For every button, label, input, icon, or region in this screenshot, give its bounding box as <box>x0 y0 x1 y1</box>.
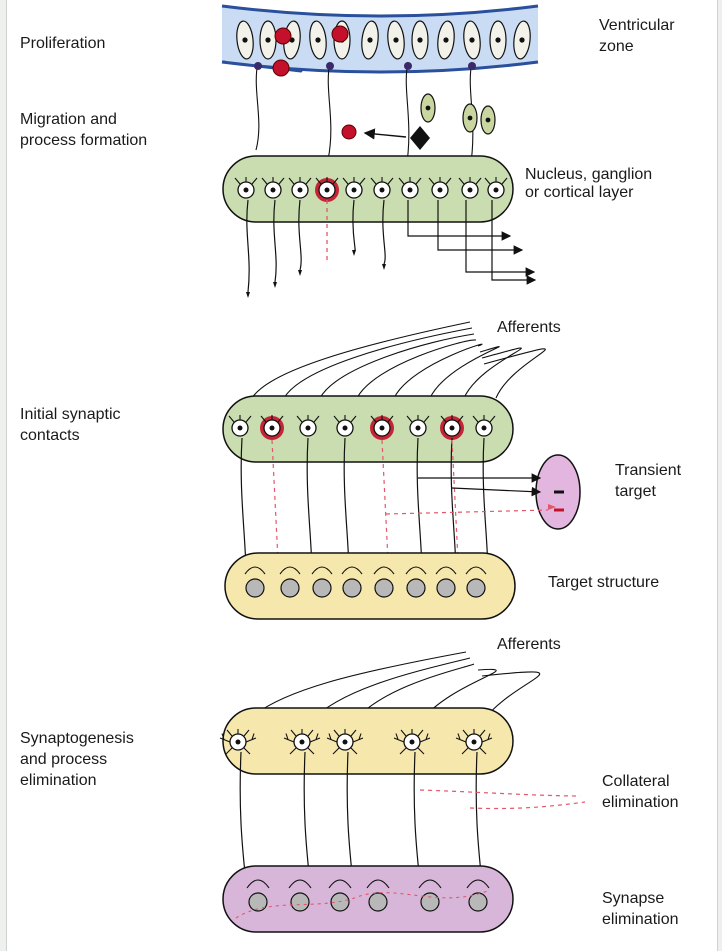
neuron-nucleus <box>468 188 473 193</box>
neuron-nucleus <box>450 426 455 431</box>
migrating-cells <box>342 94 495 150</box>
growth-cone <box>246 292 250 298</box>
neuron-nucleus <box>494 188 499 193</box>
dashed-transient-path <box>386 510 548 514</box>
target-cell <box>467 579 485 597</box>
migration-arrow <box>365 133 406 137</box>
dividing-cell <box>332 26 348 42</box>
neuron-nucleus <box>343 740 348 745</box>
migrating-neuron-nucleus <box>486 118 491 123</box>
target-cell <box>375 579 393 597</box>
neuron-nucleus <box>380 188 385 193</box>
neuron-nucleus <box>325 188 330 193</box>
label-migration: Migration and process formation <box>20 109 147 151</box>
growth-cone <box>382 264 386 270</box>
transient-target-axon <box>452 488 540 492</box>
target-cell <box>313 579 331 597</box>
target-cell <box>291 893 309 911</box>
neuron-nucleus <box>306 426 311 431</box>
label-synapse-elimination: Synapse elimination <box>602 888 678 930</box>
afferent-fiber <box>464 348 521 398</box>
label-proliferation: Proliferation <box>20 33 105 54</box>
neuron-nucleus <box>300 740 305 745</box>
target-cell <box>407 579 425 597</box>
label-transient-target: Transient target <box>615 460 681 502</box>
neuron-nucleus <box>236 740 241 745</box>
ventricular-cell-nucleus <box>242 37 247 42</box>
radial-glia-fiber <box>406 62 409 170</box>
migrating-cell-red <box>342 125 356 139</box>
neuron-nucleus <box>352 188 357 193</box>
target-cell <box>246 579 264 597</box>
neuron-nucleus <box>271 188 276 193</box>
label-afferents-mature: Afferents <box>497 634 561 655</box>
neuron-nucleus <box>270 426 275 431</box>
ventricular-cell-nucleus <box>495 37 500 42</box>
growth-cone <box>298 270 302 276</box>
ventricular-cell-nucleus <box>367 37 372 42</box>
ventricular-cell-nucleus <box>469 37 474 42</box>
label-ventricular-zone: Ventricular zone <box>599 15 675 57</box>
glia-endfoot <box>404 62 412 70</box>
target-cell <box>281 579 299 597</box>
neuron-nucleus <box>416 426 421 431</box>
neuron-nucleus <box>410 740 415 745</box>
target-cell <box>343 579 361 597</box>
neuron-nucleus <box>408 188 413 193</box>
neuron-nucleus <box>244 188 249 193</box>
label-collateral-elimination: Collateral elimination <box>602 771 678 813</box>
afferent-fiber <box>484 349 545 398</box>
glia-endfoot <box>254 62 262 70</box>
neuron-nucleus <box>438 188 443 193</box>
ventricular-cell-nucleus <box>417 37 422 42</box>
label-nucleus-layer: Nucleus, ganglion or cortical layer <box>525 166 652 202</box>
migrating-neuron-nucleus <box>426 106 431 111</box>
label-afferents-initial: Afferents <box>497 317 561 338</box>
eliminated-collateral <box>420 790 580 796</box>
neuron-nucleus <box>298 188 303 193</box>
neuron-nucleus <box>482 426 487 431</box>
neuron-nucleus <box>472 740 477 745</box>
label-synaptogenesis: Synaptogenesis and process elimination <box>20 728 134 791</box>
target-cell <box>421 893 439 911</box>
ventricular-cell-nucleus <box>265 37 270 42</box>
ventricular-cell-nucleus <box>315 37 320 42</box>
eliminated-collateral <box>470 802 585 809</box>
dividing-cell <box>275 28 291 44</box>
label-target-structure: Target structure <box>548 572 659 593</box>
ventricular-cell-nucleus <box>519 37 524 42</box>
ventricular-cell-nucleus <box>443 37 448 42</box>
neuron-nucleus <box>343 426 348 431</box>
glia-endfoot <box>326 62 334 70</box>
ventricular-cell-nucleus <box>393 37 398 42</box>
target-cell <box>249 893 267 911</box>
radial-glia-fiber <box>256 62 259 150</box>
target-cell <box>369 893 387 911</box>
neuron-nucleus <box>238 426 243 431</box>
radial-glia-fiber <box>328 62 331 160</box>
target-cell <box>437 579 455 597</box>
growth-cone <box>352 250 356 256</box>
collateral-elimination-paths <box>420 790 585 809</box>
afferent-fiber <box>430 347 499 398</box>
glia-endfoot <box>468 62 476 70</box>
dividing-cell <box>273 60 289 76</box>
ventricular-zone <box>222 6 538 170</box>
migrating-neuron-nucleus <box>468 116 473 121</box>
neuron-nucleus <box>380 426 385 431</box>
migrating-neuron-soma <box>410 126 430 150</box>
growth-cone <box>273 282 277 288</box>
label-initial-synaptic-contacts: Initial synaptic contacts <box>20 404 121 446</box>
